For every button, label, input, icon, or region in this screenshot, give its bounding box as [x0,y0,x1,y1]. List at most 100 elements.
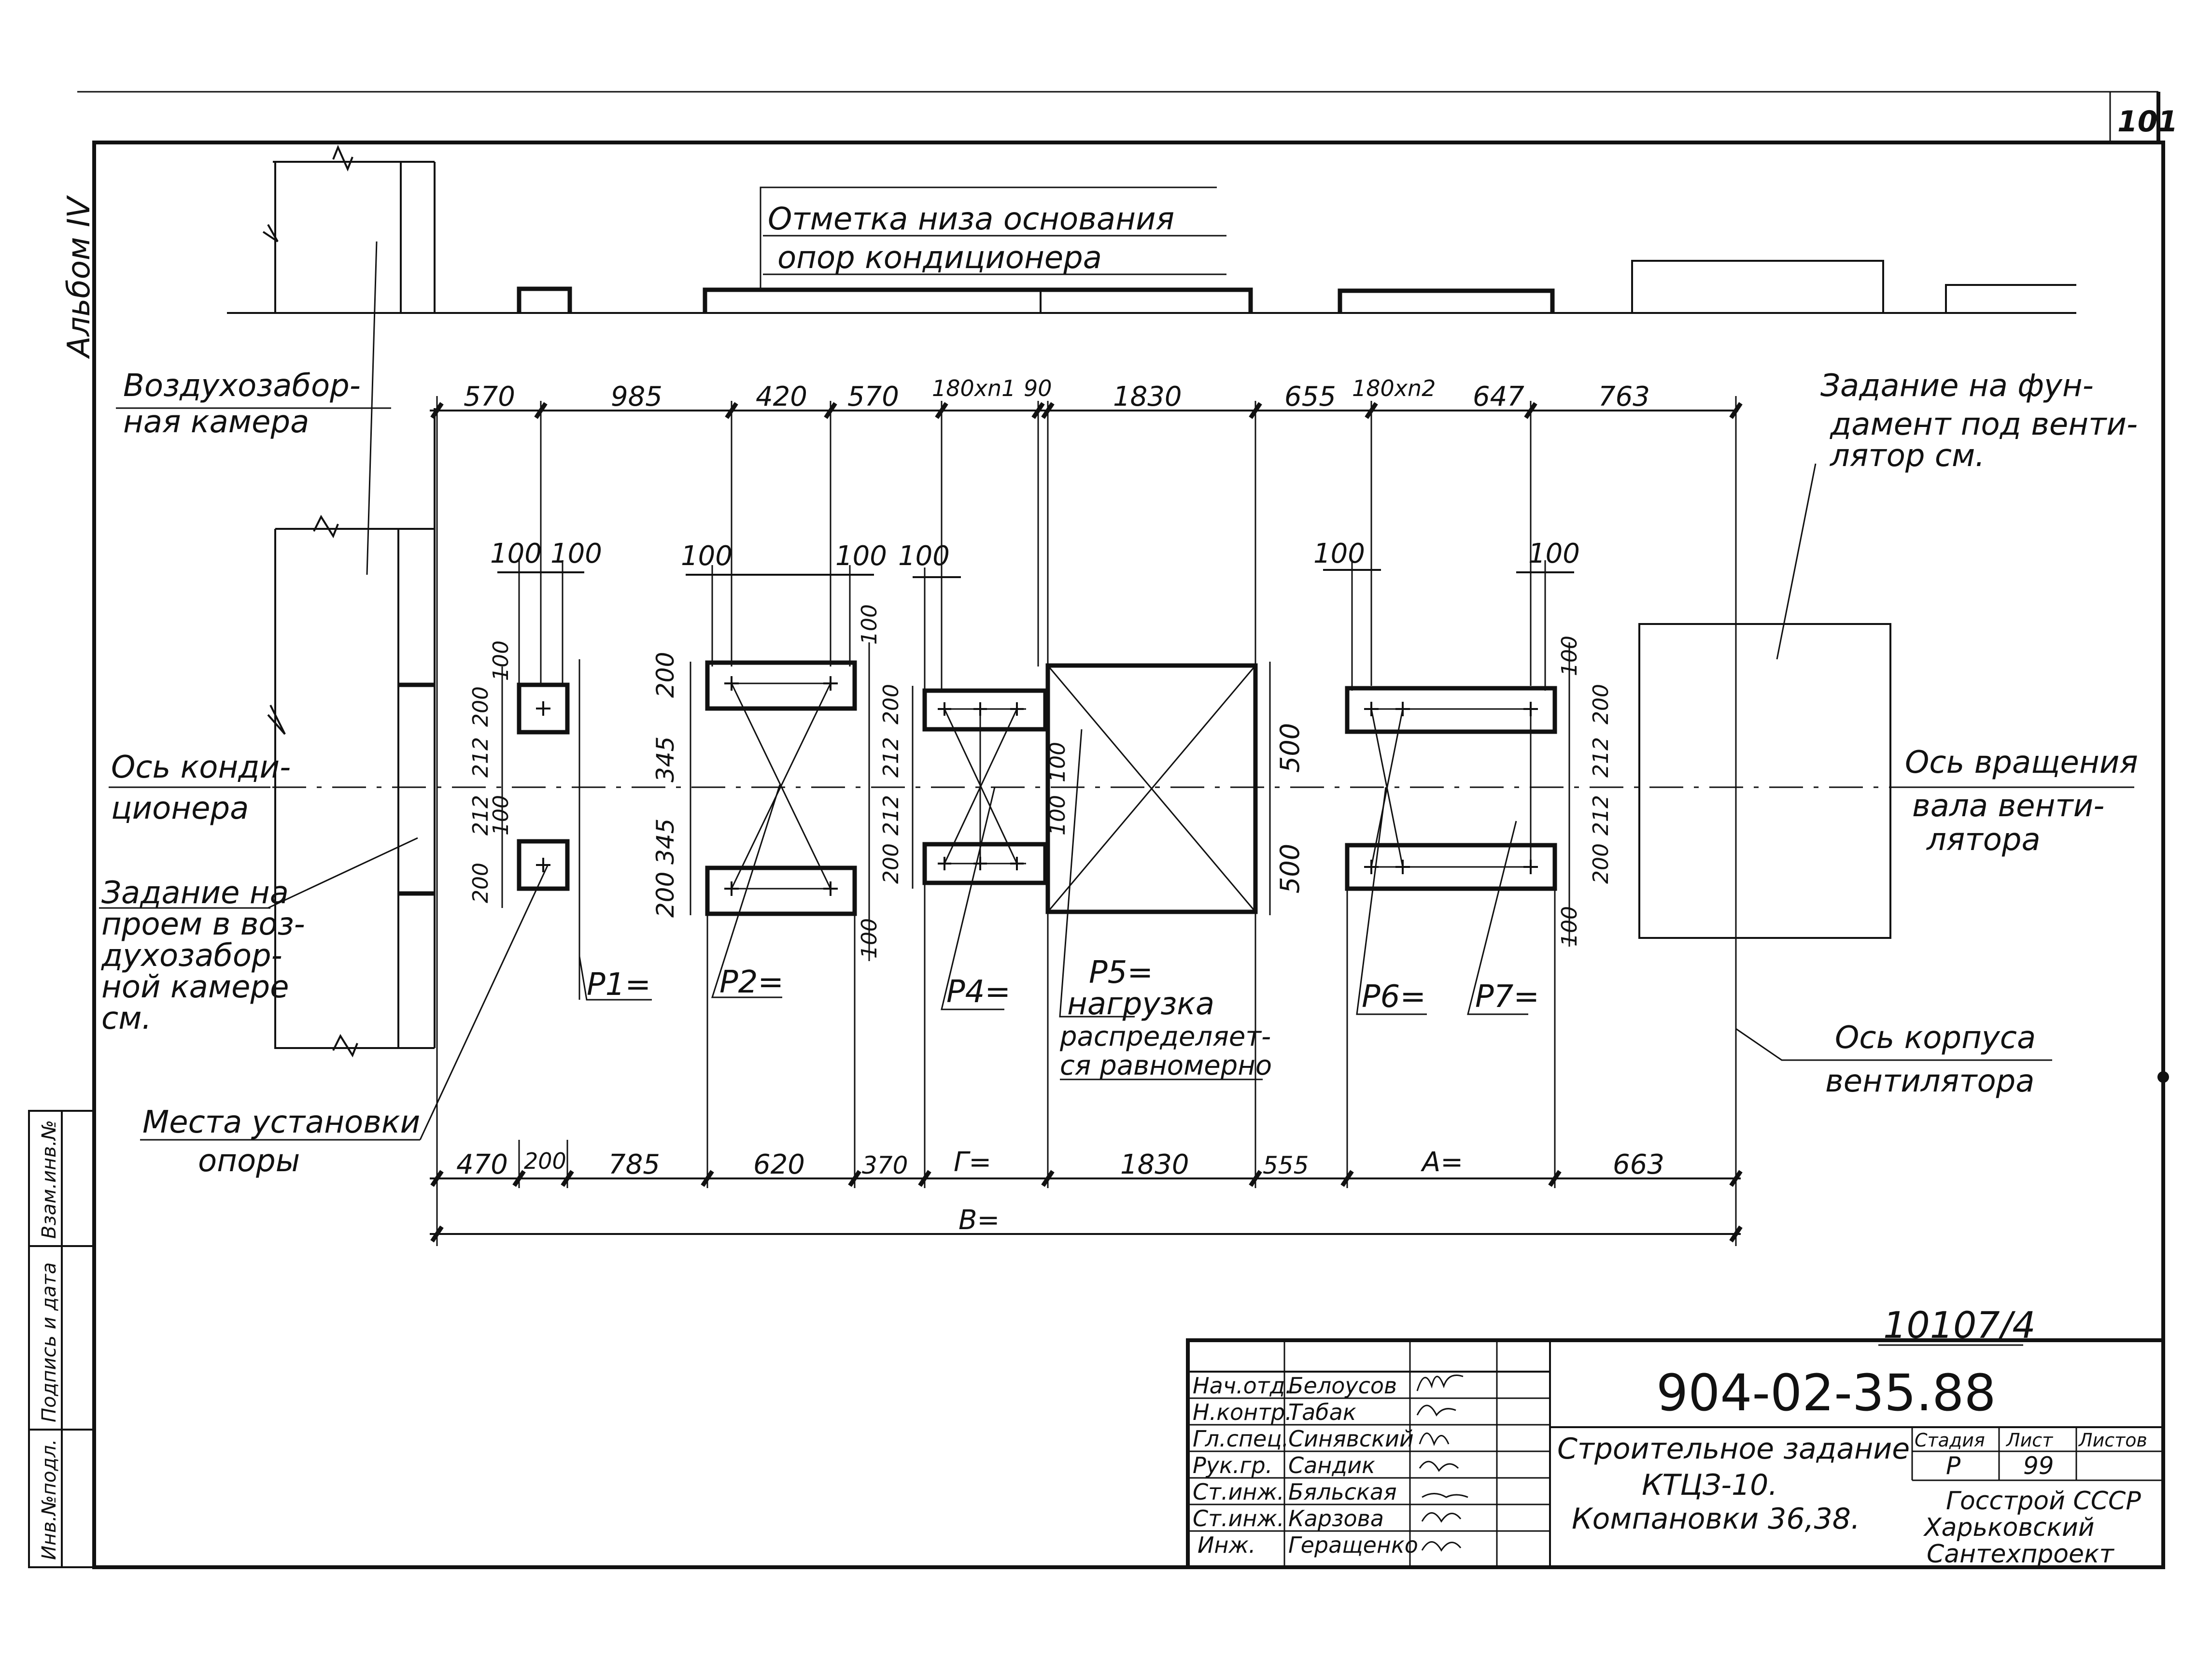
supports-text-1: Места установки [142,1105,420,1140]
support-p5: 500 500 P5= нагрузка распределяет- ся ра… [1045,662,1305,1081]
title-desc-2: КТЦЗ-10. [1642,1468,1777,1502]
v100-8: 100 [1557,906,1582,947]
v100-1: 100 [489,640,513,681]
title-desc-1: Строительное задание [1557,1432,1910,1466]
p2-label: P2= [719,964,784,1000]
dim-bottom-9: 663 [1613,1149,1664,1180]
stamp-sign: Подпись и дата [38,1262,60,1422]
v200-5: 200 [879,684,903,724]
base-mark-text-2: опор кондиционера [777,240,1102,276]
support-p4: 200 212 212 200 100 100 P4= [879,684,1070,1010]
dim-top-3: 570 [847,381,899,412]
v200-4: 200 [651,872,679,918]
staff-list: Нач.отд. Белоусов Н.контр. Табак Гл.спец… [1193,1373,1418,1558]
staff-name-0: Белоусов [1288,1373,1397,1399]
dim-top-5: 90 [1024,375,1052,401]
dim-100-g: 100 [1528,538,1580,569]
dim-100-e: 100 [898,540,950,572]
staff-name-3: Сандик [1288,1452,1375,1478]
fan-found-text-3: лятор см. [1829,438,1985,474]
album-label: Альбом IV [61,195,97,359]
support-p2: 200 345 345 200 100 100 P2= [651,604,882,1000]
dim-total: B= [958,1205,1000,1236]
v345-2: 345 [651,819,679,865]
dim-bottom-5: Г= [954,1147,991,1178]
base-mark-text-1: Отметка низа основания [768,201,1174,237]
p5-text-1: P5= [1089,955,1153,991]
fan-found-text-1: Задание на фун- [1820,368,2094,404]
staff-role-5: Ст.инж. [1193,1505,1284,1531]
support-p1: 100 200 212 212 100 200 P1= Места устано… [140,640,652,1179]
dim-bottom-3: 620 [753,1149,805,1180]
conditioner-axis: Ось конди- ционера Ось вращения вала вен… [109,745,2138,858]
v212-2: 212 [468,795,493,836]
v100-2: 100 [489,795,513,836]
opening-text-4: ной камере [101,969,289,1005]
staff-role-4: Ст.инж. [1193,1479,1284,1505]
dim-bottom-6: 1830 [1120,1149,1189,1180]
v200-1: 200 [468,686,493,727]
dim-top-2: 420 [756,381,807,412]
stage-header: Стадия [1915,1430,1985,1451]
dim-100-c: 100 [681,540,733,572]
signatures [1416,1375,1468,1552]
stage-value: P [1946,1452,1961,1480]
stamp-repl: Взам.инв.№ [38,1120,60,1239]
sheet-frame: 101 [77,91,2178,1569]
support-p6-p7: 100 200 212 212 200 100 200 P6= P7= [1345,636,1613,1015]
v500-1: 500 [1275,723,1305,773]
v500-2: 500 [1275,844,1305,893]
staff-name-5: Карзова [1288,1505,1384,1531]
axis-cond-text-1: Ось конди- [111,750,291,785]
side-stamp: Альбом IV Инв.№подл. Подпись и дата Взам… [28,195,97,1568]
sheets-header: Листов [2078,1430,2147,1451]
dim-100-a: 100 [490,538,542,569]
fan-body-text-1: Ось корпуса [1835,1020,2036,1056]
fan-axis-text-1: Ось вращения [1905,745,2138,780]
dim-bottom-2: 785 [608,1149,660,1180]
v200-6: 200 [879,843,903,884]
intake-chamber: Воздухозабор- ная камера Задание на прое… [99,241,436,1058]
base-silhouette: Отметка низа основания опор кондиционера [227,144,2076,314]
opening-text-2: проем в воз- [101,907,305,942]
v212-3: 212 [879,737,903,778]
staff-name-2: Синявский [1288,1426,1414,1452]
supports-text-2: опоры [198,1143,300,1179]
dim-bottom-1: 200 [524,1148,566,1174]
dim-top-10: 763 [1598,381,1650,412]
fan-axis-text-2: вала венти- [1912,788,2104,824]
v200-2: 200 [468,863,493,903]
axis-cond-text-2: ционера [111,791,249,826]
dim-top-8: 180xn2 [1352,375,1436,401]
staff-role-3: Рук.гр. [1193,1452,1272,1478]
title-block: 10107/4 904-02-35.88 Строительное задани… [1186,1304,2165,1569]
sheet-header: Лист [2005,1430,2054,1451]
staff-role-0: Нач.отд. [1193,1373,1292,1399]
org-2: Харьковский [1923,1513,2095,1542]
dim-100-f: 100 [1313,538,1365,569]
dim-top-6: 1830 [1113,381,1182,412]
opening-text-5: см. [101,1001,152,1036]
staff-name-1: Табак [1288,1399,1356,1425]
opening-text-3: духозабор- [101,938,282,974]
title-desc-3: Компановки 36,38. [1572,1502,1860,1536]
staff-name-4: Бяльская [1288,1479,1397,1505]
v212-1: 212 [468,737,493,778]
opening-text-1: Задание на [101,875,289,911]
bottom-dimension-chain: 470 200 785 620 370 Г= 1830 555 A= 663 B… [430,884,1743,1246]
staff-name-6: Геращенко [1288,1532,1418,1558]
p4-label: P4= [946,974,1011,1010]
dim-100-d: 100 [835,540,887,572]
p5-text-2: нагрузка [1067,986,1214,1022]
staff-role-1: Н.контр. [1193,1399,1292,1425]
dim-top-9: 647 [1473,381,1524,412]
p5-text-4: ся равномерно [1060,1050,1272,1081]
dim-top-7: 655 [1284,381,1336,412]
dim-top-4: 180xn1 [932,375,1015,401]
dim-100-b: 100 [550,538,602,569]
fan-axis-text-3: лятора [1926,822,2041,858]
dim-bottom-4: 370 [862,1151,908,1179]
dim-top-1: 985 [611,381,662,412]
v200-3: 200 [651,652,679,698]
